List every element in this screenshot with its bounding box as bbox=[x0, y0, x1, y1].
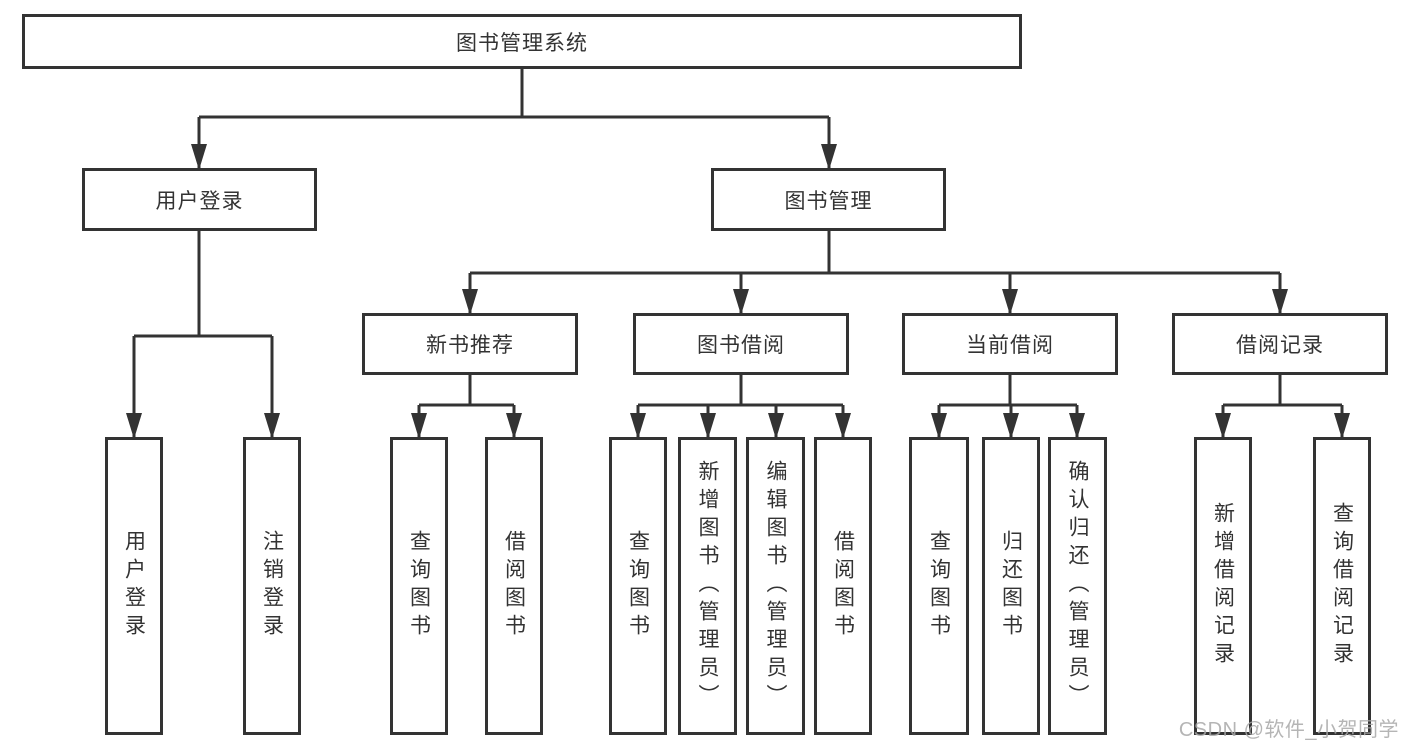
node-label: 借阅图书 bbox=[831, 530, 855, 642]
node-label: 查询借阅记录 bbox=[1330, 502, 1354, 670]
connector-book-management-split bbox=[462, 231, 1288, 315]
node-label: 注销登录 bbox=[260, 530, 284, 642]
node-book-management: 图书管理 bbox=[711, 168, 946, 231]
csdn-watermark: CSDN @软件_小贺同学 bbox=[1178, 719, 1399, 741]
leaf-cb-query-book: 查询图书 bbox=[909, 437, 969, 735]
connector-new-book-recommend-split bbox=[411, 375, 522, 439]
node-new-book-recommend: 新书推荐 bbox=[362, 313, 578, 375]
node-label: 借阅图书 bbox=[502, 530, 526, 642]
node-label: 新增图书（管理员） bbox=[696, 460, 719, 712]
node-label: 查询图书 bbox=[626, 530, 650, 642]
node-label: 确认归还（管理员） bbox=[1066, 460, 1089, 712]
node-label: 查询图书 bbox=[927, 530, 951, 642]
node-current-borrowing: 当前借阅 bbox=[902, 313, 1118, 375]
node-label: 查询图书 bbox=[407, 530, 431, 642]
leaf-logout: 注销登录 bbox=[243, 437, 301, 735]
node-label: 图书管理系统 bbox=[456, 31, 588, 55]
connector-root-split bbox=[191, 69, 837, 170]
leaf-br-add-record: 新增借阅记录 bbox=[1194, 437, 1252, 735]
connector-user-login-split bbox=[126, 231, 280, 439]
leaf-bb-query-book: 查询图书 bbox=[609, 437, 667, 735]
node-label: 新书推荐 bbox=[426, 334, 514, 357]
connector-book-borrowing-split bbox=[630, 375, 851, 439]
node-label: 当前借阅 bbox=[966, 334, 1054, 357]
leaf-user-login: 用户登录 bbox=[105, 437, 163, 735]
leaf-br-query-record: 查询借阅记录 bbox=[1313, 437, 1371, 735]
connector-current-borrowing-split bbox=[931, 375, 1085, 439]
node-borrowing-records: 借阅记录 bbox=[1172, 313, 1388, 375]
node-label: 用户登录 bbox=[122, 530, 146, 642]
node-label: 新增借阅记录 bbox=[1211, 502, 1235, 670]
leaf-nbr-query-book: 查询图书 bbox=[390, 437, 448, 735]
leaf-bb-add-book: 新增图书（管理员） bbox=[678, 437, 737, 735]
connector-borrowing-records-split bbox=[1215, 375, 1350, 439]
leaf-bb-edit-book: 编辑图书（管理员） bbox=[746, 437, 805, 735]
node-label: 借阅记录 bbox=[1236, 334, 1324, 357]
node-label: 编辑图书（管理员） bbox=[764, 460, 787, 712]
node-label: 用户登录 bbox=[155, 189, 244, 213]
leaf-cb-confirm-return: 确认归还（管理员） bbox=[1048, 437, 1107, 735]
leaf-cb-return-book: 归还图书 bbox=[982, 437, 1040, 735]
node-label: 图书管理 bbox=[784, 189, 873, 213]
node-library-management-system: 图书管理系统 bbox=[22, 14, 1022, 69]
leaf-bb-borrow-book: 借阅图书 bbox=[814, 437, 872, 735]
node-label: 归还图书 bbox=[999, 530, 1023, 642]
leaf-nbr-borrow-book: 借阅图书 bbox=[485, 437, 543, 735]
node-book-borrowing: 图书借阅 bbox=[633, 313, 849, 375]
node-label: 图书借阅 bbox=[697, 334, 785, 357]
node-user-login: 用户登录 bbox=[82, 168, 317, 231]
